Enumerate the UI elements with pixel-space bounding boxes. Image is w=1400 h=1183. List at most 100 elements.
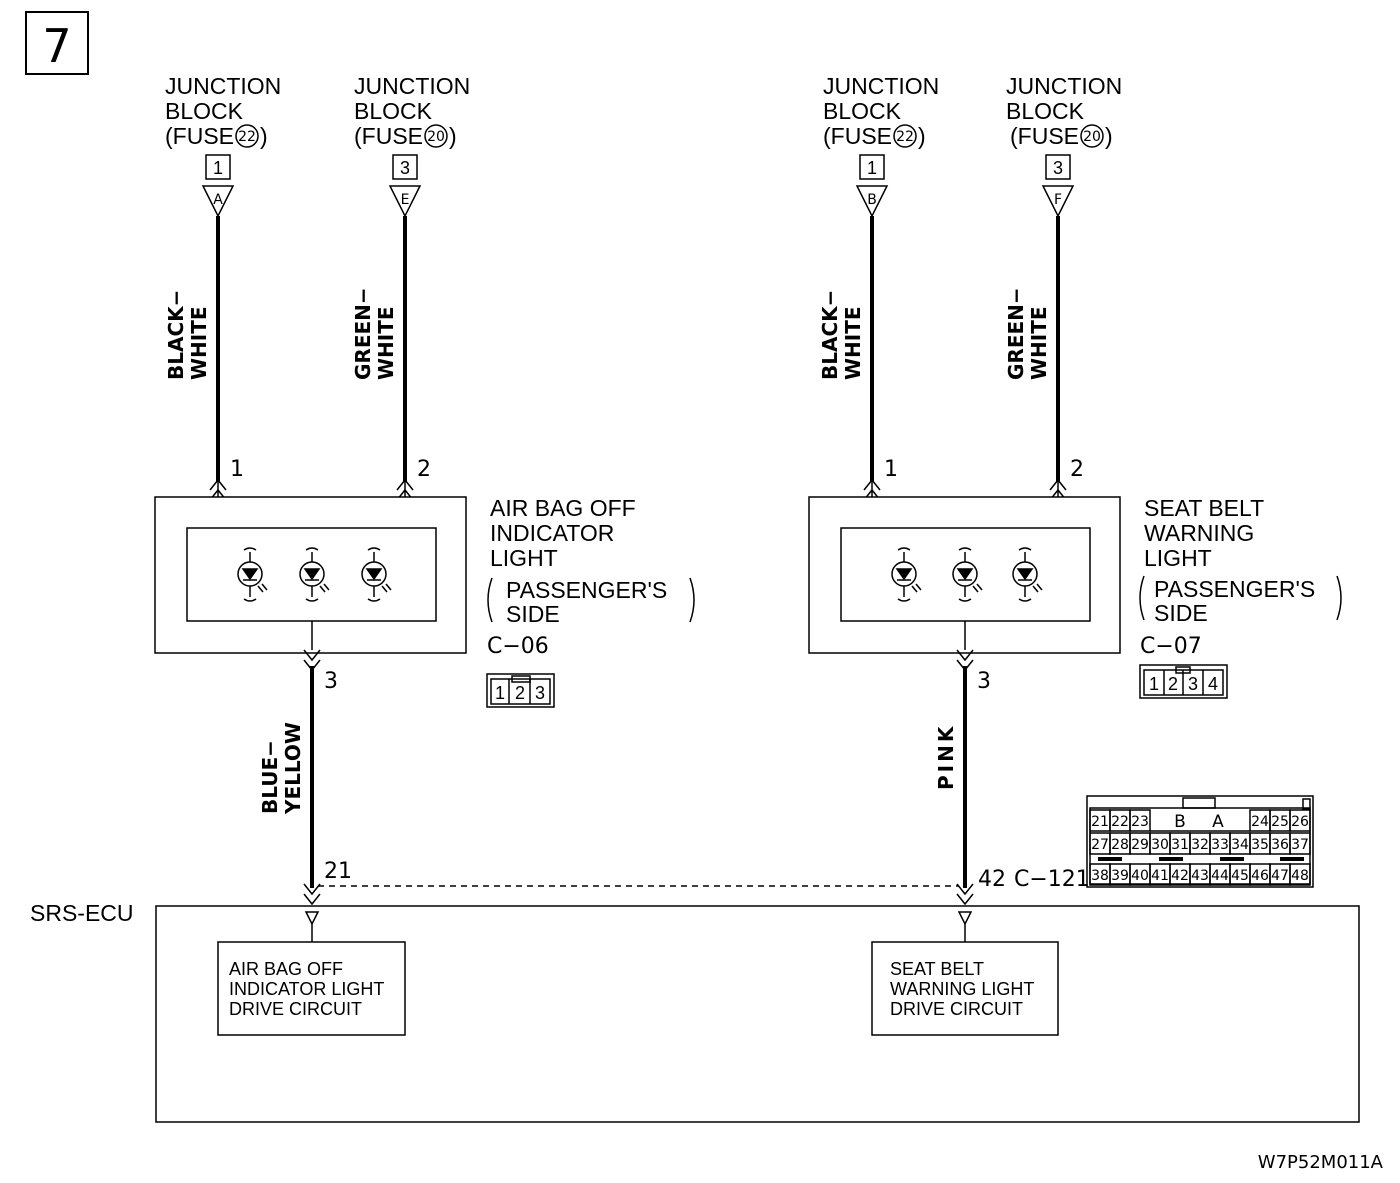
connector-face-c07: 1 2 3 4 (1139, 664, 1228, 699)
pin-label: 45 (1231, 868, 1249, 884)
pin-label: 32 (1191, 837, 1209, 853)
svg-text:WHITE: WHITE (187, 306, 211, 380)
ecu-pin-number: 21 (324, 859, 352, 884)
junction-block-a: JUNCTION BLOCK (FUSE 22 ) 1 A (165, 73, 281, 218)
wire-label-green-white-left: GREEN− WHITE (351, 287, 398, 380)
pin-cell (1289, 832, 1311, 855)
junction-label-line1: JUNCTION (165, 73, 281, 99)
pin-label: 26 (1291, 814, 1309, 830)
pin-label: 27 (1091, 837, 1109, 853)
ecu-pin-number: 42 (978, 867, 1006, 892)
fuse-number: 20 (1083, 129, 1101, 145)
pin-label: 38 (1091, 868, 1109, 884)
component-name-line3: LIGHT (1144, 545, 1212, 571)
pin-cell (1289, 809, 1311, 832)
component-sub-line2: SIDE (506, 601, 560, 627)
fuse-number: 22 (896, 129, 914, 145)
pin-number: 1 (230, 457, 244, 482)
junction-label-close: ) (918, 123, 926, 149)
svg-text:1: 1 (1149, 674, 1159, 694)
svg-text:DRIVE CIRCUIT: DRIVE CIRCUIT (890, 999, 1023, 1019)
pin-label: 34 (1231, 837, 1249, 853)
component-sub-line2: SIDE (1154, 600, 1208, 626)
fuse-number: 22 (238, 129, 256, 145)
junction-label-line3: (FUSE (165, 123, 234, 149)
svg-text:WHITE: WHITE (1027, 306, 1051, 380)
pin-label: 44 (1211, 868, 1229, 884)
wire-label-green-white-right: GREEN− WHITE (1004, 287, 1051, 380)
svg-text:WHITE: WHITE (841, 306, 865, 380)
pin-label: 42 (1171, 868, 1189, 884)
junction-label-line3: (FUSE (823, 123, 892, 149)
svg-text:PINK: PINK (934, 724, 958, 790)
pin-label: 47 (1271, 868, 1289, 884)
svg-text:WHITE: WHITE (374, 306, 398, 380)
junction-label-close: ) (260, 123, 268, 149)
junction-label-close: ) (1105, 123, 1113, 149)
svg-text:4: 4 (1208, 674, 1218, 694)
component-name-line2: WARNING (1144, 520, 1254, 546)
junction-label-line2: BLOCK (165, 98, 244, 124)
svg-text:BLACK−: BLACK− (164, 290, 188, 380)
connector-face-c06: 1 2 3 (486, 673, 555, 708)
bracket-open (487, 577, 493, 623)
junction-label-line2: BLOCK (1006, 98, 1085, 124)
junction-label-line2: BLOCK (354, 98, 433, 124)
pin-label: B (1174, 812, 1186, 832)
svg-text:GREEN−: GREEN− (1004, 287, 1028, 380)
svg-text:GREEN−: GREEN− (351, 287, 375, 380)
pin-label: 33 (1211, 837, 1229, 853)
figure-code: W7P52M011A (1258, 1152, 1384, 1173)
ecu-input-markers (304, 911, 973, 942)
junction-label-line2: BLOCK (823, 98, 902, 124)
junction-block-e: JUNCTION BLOCK (FUSE 20 ) 3 E (354, 73, 470, 218)
lower-chevrons (303, 649, 974, 906)
pin-label: 48 (1291, 868, 1309, 884)
pin-label: 46 (1251, 868, 1269, 884)
junction-label-line1: JUNCTION (354, 73, 470, 99)
svg-text:3: 3 (1188, 674, 1198, 694)
terminal-number: 1 (867, 158, 877, 178)
component-sub-line1: PASSENGER'S (1154, 576, 1315, 602)
svg-text:AIR BAG OFF: AIR BAG OFF (229, 959, 343, 979)
ecu-connector-code: C−121 (1014, 867, 1090, 892)
junction-block-f: JUNCTION BLOCK (FUSE 20 ) 3 F (1006, 73, 1122, 218)
svg-text:1: 1 (495, 683, 505, 703)
pin-label: 29 (1131, 837, 1149, 853)
svg-text:DRIVE CIRCUIT: DRIVE CIRCUIT (229, 999, 362, 1019)
svg-text:BLACK−: BLACK− (818, 290, 842, 380)
connector-letter: B (867, 192, 877, 208)
pin-label: 30 (1151, 837, 1169, 853)
terminal-number: 3 (1053, 158, 1063, 178)
svg-text:INDICATOR LIGHT: INDICATOR LIGHT (229, 979, 384, 999)
pin-label: 39 (1111, 868, 1129, 884)
seat-belt-warning-light (808, 496, 1121, 654)
pin-number: 3 (324, 669, 338, 694)
pin-label: 24 (1251, 814, 1269, 830)
pin-cell (1289, 863, 1311, 886)
pin-label: A (1212, 812, 1224, 832)
fuse-number: 20 (427, 129, 445, 145)
pin-number: 3 (977, 669, 991, 694)
lock-bar (1159, 857, 1183, 861)
junction-label-line3: (FUSE (354, 123, 423, 149)
svg-text:YELLOW: YELLOW (281, 722, 305, 815)
pin-label: 21 (1091, 814, 1109, 830)
pin-label: 41 (1151, 868, 1169, 884)
wire-label-black-white-left: BLACK− WHITE (164, 290, 211, 380)
svg-text:BLUE−: BLUE− (258, 740, 282, 814)
bracket-open (1139, 575, 1145, 621)
connector-letter: F (1054, 192, 1062, 208)
pin-label: 40 (1131, 868, 1149, 884)
junction-label-close: ) (449, 123, 457, 149)
pin-label: 43 (1191, 868, 1209, 884)
air-bag-drive-circuit: AIR BAG OFF INDICATOR LIGHT DRIVE CIRCUI… (217, 941, 406, 1036)
pin-number: 2 (1070, 457, 1084, 482)
pin-number: 2 (417, 457, 431, 482)
component-name-line3: LIGHT (490, 545, 558, 571)
wire-label-black-white-right: BLACK− WHITE (818, 290, 865, 380)
pin-label: 23 (1131, 814, 1149, 830)
wire-label-pink: PINK (934, 724, 958, 790)
